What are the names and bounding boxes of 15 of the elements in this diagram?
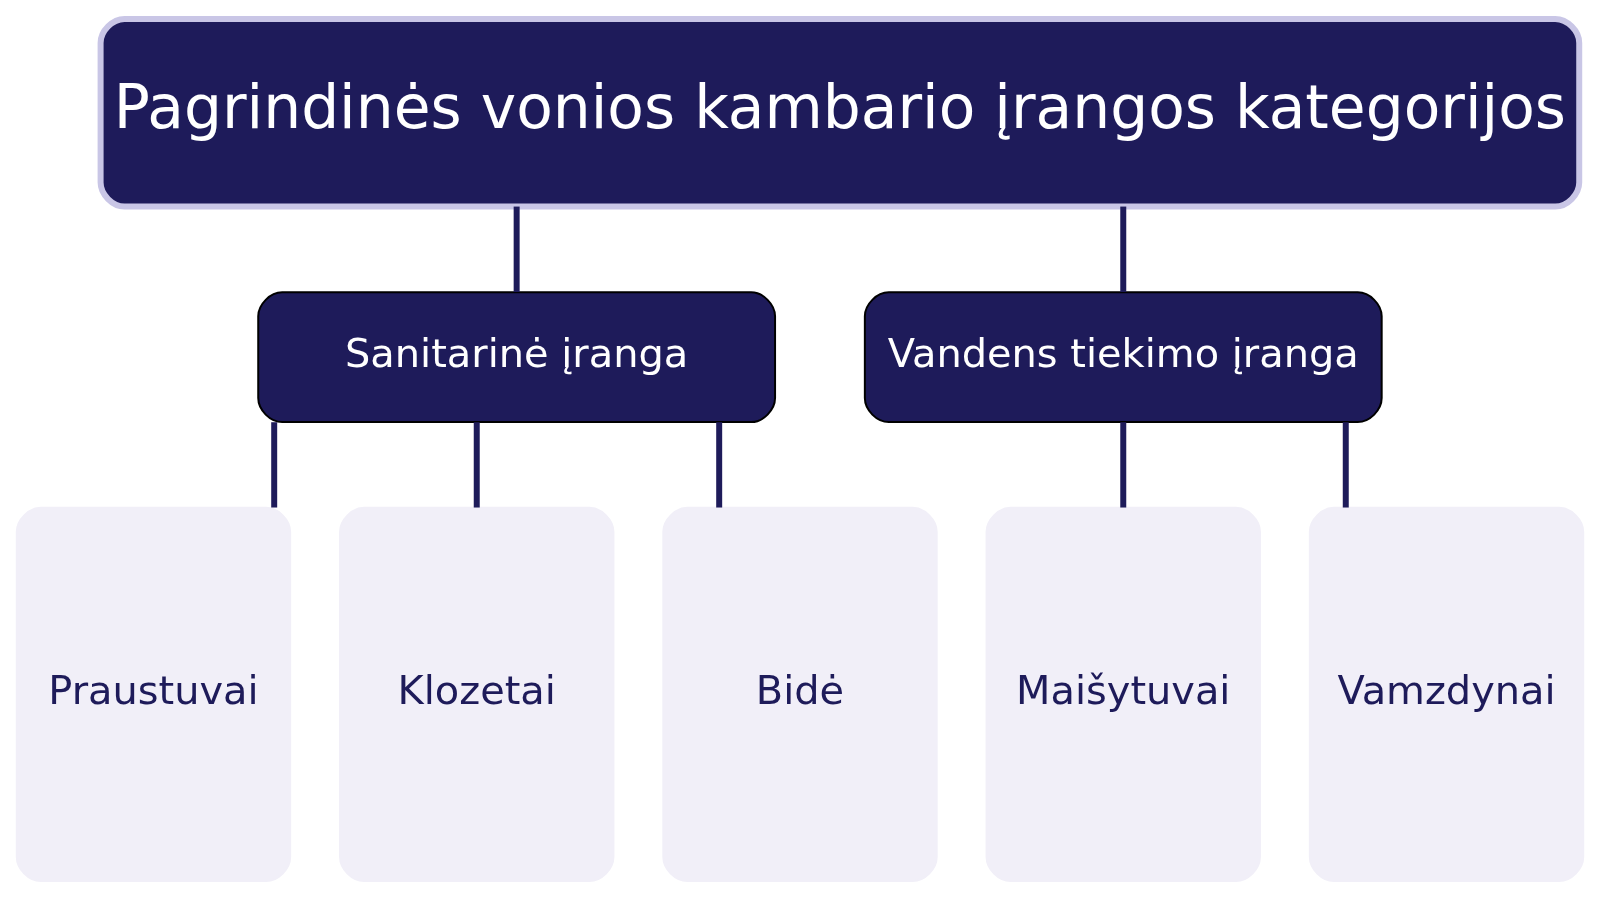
connector <box>1120 206 1127 293</box>
connector <box>716 422 723 508</box>
node-box: Vamzdynai <box>1308 506 1585 882</box>
node-box: Sanitarinė įranga <box>257 291 777 424</box>
connector <box>513 206 520 293</box>
connector <box>473 422 480 508</box>
node-box: Vandens tiekimo įranga <box>863 291 1383 424</box>
connector <box>1342 422 1349 508</box>
node-box: Bidė <box>662 506 938 882</box>
node-box: Praustuvai <box>15 506 292 882</box>
node-box: Maišytuvai <box>985 506 1261 882</box>
connector <box>1120 422 1127 508</box>
node-box: Pagrindinės vonios kambario įrangos kategorijos <box>97 16 1583 210</box>
node-box: Klozetai <box>339 506 615 882</box>
connector <box>271 422 278 508</box>
